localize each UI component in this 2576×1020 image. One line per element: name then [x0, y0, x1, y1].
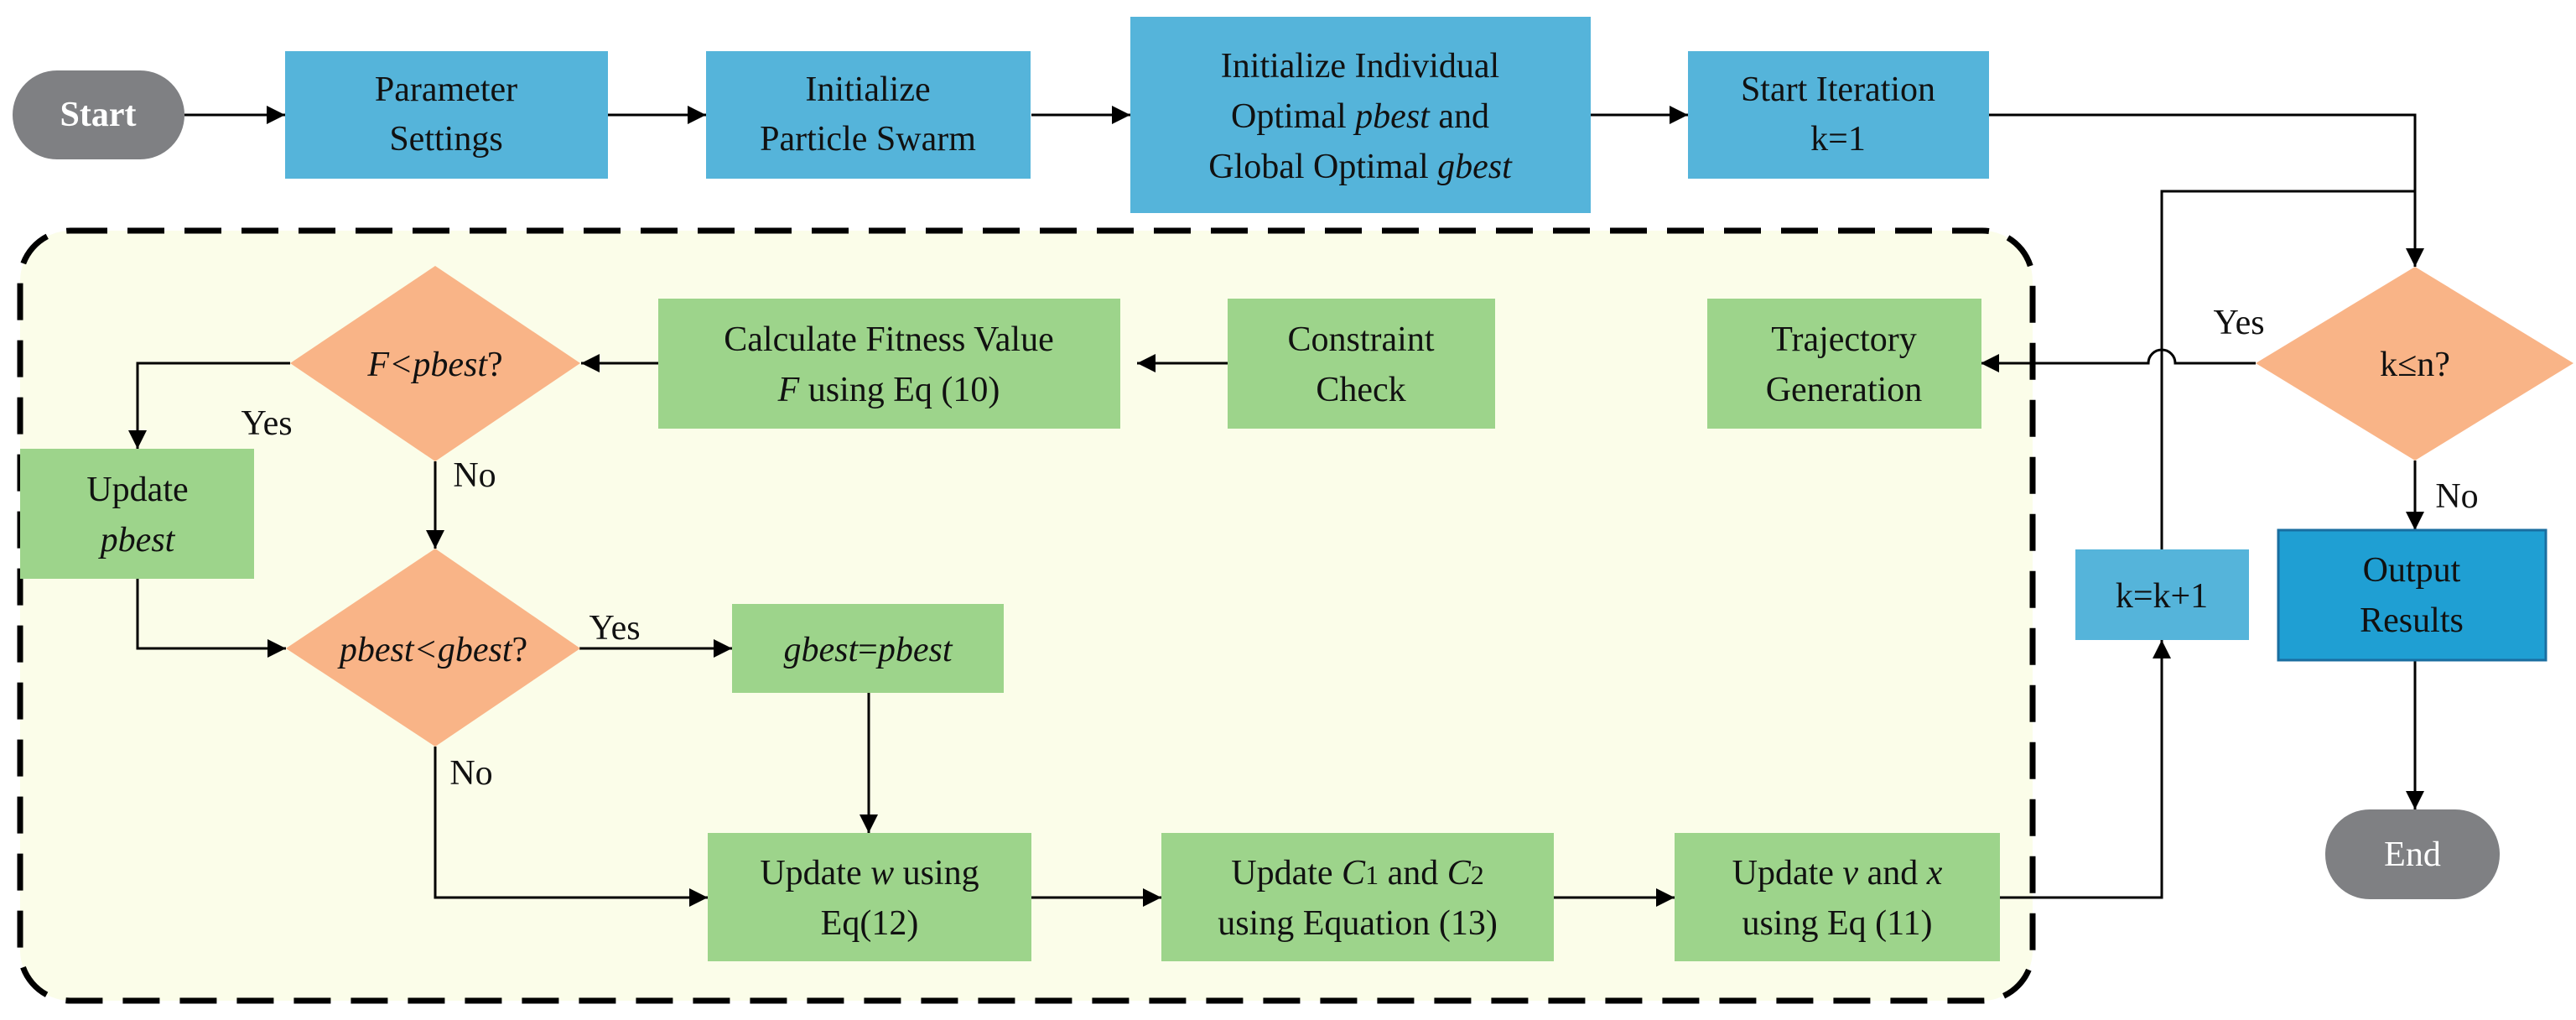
optimal-text: Optimal: [1231, 97, 1355, 136]
update-vx-word: Update: [1732, 854, 1843, 892]
start-terminal: Start: [13, 70, 184, 159]
calculate-fitness-box: Calculate Fitness Value F using Eq (10): [658, 299, 1120, 429]
f-lt-pbest-expr: F<pbest: [366, 346, 488, 384]
vx-and-text: and: [1858, 854, 1927, 892]
edge-labels: Yes No Yes No Yes No: [241, 304, 2478, 793]
k-increment-label: k=k+1: [2116, 577, 2208, 616]
and-text: and: [1430, 97, 1489, 136]
pbest-lt-gbest-qmark: ?: [512, 631, 528, 669]
update-c1-c2-line2: using Equation (13): [1218, 904, 1498, 943]
using-eq10-text: using Eq (10): [799, 371, 1000, 409]
k-le-n-label: k≤n?: [2380, 346, 2450, 384]
gbest-assign-label: gbest=pbest: [784, 631, 953, 669]
gbest-text: gbest: [1437, 148, 1513, 186]
f-no-label: No: [453, 456, 496, 495]
update-c1-c2-box: Update C1 and C2 using Equation (13): [1161, 833, 1554, 961]
initialize-optimal-line1: Initialize Individual: [1221, 47, 1499, 86]
f-yes-label: Yes: [241, 404, 292, 443]
k-le-n-decision: k≤n?: [2256, 267, 2573, 461]
update-w-box: Update w using Eq(12): [708, 833, 1031, 961]
k-increment-box: k=k+1: [2075, 549, 2249, 640]
trajectory-generation-line1: Trajectory: [1771, 320, 1916, 359]
pbest-lt-gbest-label: pbest<gbest?: [337, 631, 527, 669]
output-results-line2: Results: [2360, 601, 2464, 640]
output-results-box: Output Results: [2277, 528, 2547, 662]
parameter-settings-line1: Parameter: [375, 70, 517, 109]
v-symbol: v: [1842, 854, 1858, 892]
output-results-line1: Output: [2363, 551, 2461, 590]
parameter-settings-box: Parameter Settings: [285, 51, 608, 179]
f-symbol: F: [777, 371, 800, 409]
initialize-optimal-line2: Optimal pbest and: [1231, 97, 1489, 136]
start-iteration-line1: Start Iteration: [1741, 70, 1935, 109]
update-pbest-line1: Update: [86, 471, 188, 509]
update-pbest-box: Update pbest: [20, 449, 254, 579]
gbest-assign-box: gbest=pbest: [732, 604, 1004, 693]
calculate-fitness-line2: F using Eq (10): [777, 371, 1000, 409]
update-w-using: using: [894, 854, 979, 892]
trajectory-generation-line2: Generation: [1766, 371, 1923, 409]
c2-symbol: C: [1447, 854, 1472, 892]
equals-sign: =: [858, 631, 878, 669]
x-symbol: x: [1926, 854, 1943, 892]
update-c1-c2-line1: Update C1 and C2: [1231, 854, 1483, 892]
f-lt-pbest-decision: F<pbest?: [290, 266, 580, 461]
constraint-check-line2: Check: [1316, 371, 1405, 409]
g-yes-label: Yes: [589, 609, 640, 648]
constraint-check-box: Constraint Check: [1228, 299, 1495, 429]
initialize-optimal-line3: Global Optimal gbest: [1208, 148, 1513, 186]
calculate-fitness-line1: Calculate Fitness Value: [724, 320, 1053, 359]
initialize-swarm-line2: Particle Swarm: [760, 120, 976, 159]
initialize-swarm-line1: Initialize: [805, 70, 930, 109]
update-v-x-box: Update v and x using Eq (11): [1675, 833, 2000, 961]
update-c-word: Update: [1231, 854, 1342, 892]
global-optimal-text: Global Optimal: [1208, 148, 1437, 186]
constraint-check-line1: Constraint: [1288, 320, 1435, 359]
f-lt-pbest-qmark: ?: [487, 346, 503, 384]
w-symbol: w: [870, 854, 894, 892]
gbest-symbol: gbest: [784, 631, 860, 669]
trajectory-generation-box: Trajectory Generation: [1707, 299, 1981, 429]
c2-subscript: 2: [1471, 860, 1484, 890]
k-yes-label: Yes: [2213, 304, 2264, 342]
c-and-text: and: [1379, 854, 1447, 892]
update-v-x-line1: Update v and x: [1732, 854, 1943, 892]
parameter-settings-line2: Settings: [389, 120, 502, 159]
c1-subscript: 1: [1365, 860, 1379, 890]
pbest-text: pbest: [1353, 97, 1431, 136]
start-iteration-line2: k=1: [1810, 120, 1866, 159]
start-iteration-box: Start Iteration k=1: [1688, 51, 1989, 179]
end-label: End: [2384, 835, 2441, 874]
f-lt-pbest-label: F<pbest?: [366, 346, 502, 384]
initialize-swarm-box: Initialize Particle Swarm: [706, 51, 1031, 179]
update-v-x-line2: using Eq (11): [1742, 904, 1932, 943]
c1-symbol: C: [1342, 854, 1366, 892]
k-no-label: No: [2435, 477, 2478, 516]
pbest-lt-gbest-expr: pbest<gbest: [337, 631, 513, 669]
update-w-word: Update: [760, 854, 870, 892]
update-w-line1: Update w using: [760, 854, 979, 892]
connectors: [128, 106, 2424, 907]
start-label: Start: [60, 96, 137, 134]
pbest-symbol: pbest: [875, 631, 953, 669]
iteration-loop-region: [17, 227, 2036, 1004]
update-pbest-line2: pbest: [98, 521, 176, 559]
update-w-line2: Eq(12): [821, 904, 919, 943]
pbest-lt-gbest-decision: pbest<gbest?: [286, 549, 580, 747]
initialize-optimal-box: Initialize Individual Optimal pbest and …: [1130, 17, 1591, 213]
end-terminal: End: [2325, 809, 2500, 899]
g-no-label: No: [449, 754, 492, 793]
